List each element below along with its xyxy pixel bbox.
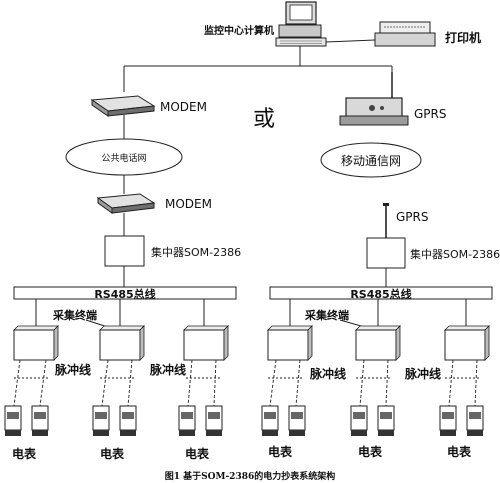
- printer-icon: [374, 21, 436, 47]
- right-terminal-box-2: [355, 325, 401, 361]
- right-terminal-label: 采集终端: [304, 308, 349, 322]
- right-pulse-line-2a: [359, 359, 365, 407]
- left-pulse-line-3b: [213, 359, 217, 407]
- right-pulse-line-1b: [295, 359, 301, 407]
- printer-label: 打印机: [445, 30, 481, 45]
- right-meter-3a-icon: [439, 405, 457, 436]
- left-pulse-label-1: 脉冲线: [54, 362, 91, 377]
- left-concentrator-label: 集中器SOM-2386: [151, 245, 241, 259]
- right-meter-3b-icon: [466, 405, 484, 436]
- left-terminal-box-2: [99, 325, 145, 361]
- computer-label: 监控中心计算机: [204, 24, 274, 37]
- left-bus-label: RS485总线: [94, 287, 155, 301]
- gprs-top-icon: [339, 72, 409, 126]
- computer-printer-link: [325, 39, 376, 43]
- gprs-bottom-label: GPRS: [396, 210, 429, 224]
- right-meter-label-3: 电表: [447, 444, 472, 459]
- left-meter-2a-icon: [92, 405, 110, 436]
- right-pulse-line-1a: [269, 359, 277, 407]
- left-meter-label-2: 电表: [100, 446, 125, 461]
- right-meter-1b-icon: [288, 405, 306, 436]
- right-bus-label: RS485总线: [350, 287, 411, 301]
- right-pulse-line-3a: [448, 359, 454, 407]
- monitor-computer-icon: [275, 1, 327, 47]
- left-meter-label-1: 电表: [12, 446, 37, 461]
- gprs-bottom-antenna-icon: [383, 203, 389, 238]
- right-pulse-line-3b: [474, 359, 478, 407]
- left-meter-1a-icon: [4, 405, 22, 436]
- left-pulse-line-1b: [39, 359, 47, 407]
- left-pulse-line-2a: [101, 359, 109, 407]
- right-meter-label-1: 电表: [268, 444, 293, 459]
- right-rs485-bus: [269, 286, 493, 300]
- left-meter-1b-icon: [31, 405, 49, 436]
- left-concentrator-box: [104, 235, 145, 267]
- modem-top-icon: [90, 95, 156, 117]
- right-meter-2a-icon: [350, 405, 368, 436]
- left-rs485-bus: [13, 286, 237, 300]
- figure-caption: 图1 基于SOM-2386的电力抄表系统架构: [165, 470, 335, 482]
- left-pulse-line-3a: [187, 359, 193, 407]
- mobile-network-label: 移动通信网: [341, 154, 401, 168]
- right-meter-2b-icon: [377, 405, 395, 436]
- right-meter-1a-icon: [261, 405, 279, 436]
- right-pulse-line-2b: [385, 359, 389, 407]
- gprs-top-label: GPRS: [414, 107, 447, 121]
- or-label: 或: [253, 107, 275, 132]
- left-pulse-label-2: 脉冲线: [149, 362, 186, 377]
- left-meter-3a-icon: [178, 405, 196, 436]
- right-concentrator-box: [366, 237, 406, 269]
- right-meter-label-2: 电表: [358, 444, 383, 459]
- left-meter-2b-icon: [119, 405, 137, 436]
- left-meter-label-3: 电表: [185, 446, 210, 461]
- modem-top-label: MODEM: [160, 100, 207, 114]
- mobile-network-ellipse: [320, 142, 422, 178]
- left-pulse-line-2b: [127, 359, 133, 407]
- right-pulse-label-2: 脉冲线: [404, 366, 441, 381]
- left-terminal-box-3: [183, 325, 229, 361]
- left-terminal-label: 采集终端: [52, 308, 97, 322]
- modem-bottom-label: MODEM: [165, 197, 212, 211]
- left-meter-3b-icon: [205, 405, 223, 436]
- right-pulse-label-1: 脉冲线: [309, 366, 346, 381]
- left-terminal-box-1: [13, 325, 59, 361]
- modem-bottom-icon: [96, 193, 156, 214]
- right-terminal-box-1: [267, 325, 313, 361]
- left-pulse-line-1a: [13, 359, 21, 407]
- right-terminal-box-3: [444, 325, 490, 361]
- public-network-label: 公共电话网: [101, 152, 146, 164]
- right-concentrator-label: 集中器SOM-2386: [410, 247, 500, 261]
